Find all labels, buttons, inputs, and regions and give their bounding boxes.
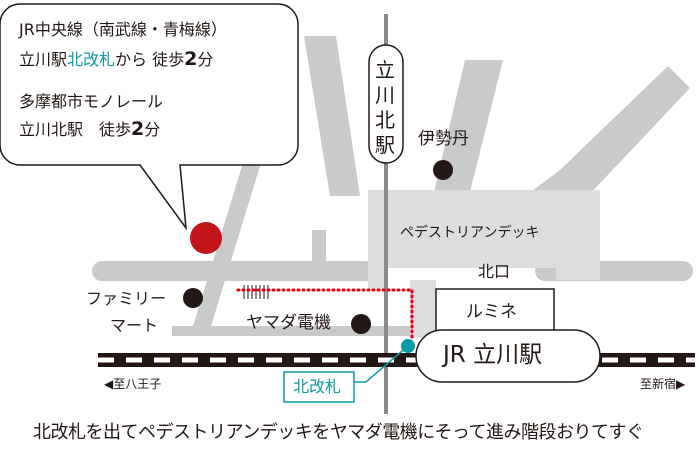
directions-footer: 北改札を出てペデストリアンデッキをヤマダ電機にそって進み階段おりてすぐ <box>33 422 644 443</box>
callout-line-4-minutes: 2 <box>131 118 145 140</box>
monorail-station-char-4: 駅 <box>375 133 395 157</box>
road-main-horizontal <box>92 261 377 281</box>
callout-line-2-walk: から 徒歩 <box>115 50 185 69</box>
yamada-marker <box>351 314 371 334</box>
callout-line-4-walk: 立川北駅 徒歩 <box>19 120 132 139</box>
callout-line-2-gate: 北改札 <box>67 50 116 69</box>
pedestrian-deck <box>368 190 600 338</box>
road-diagonal-right <box>434 60 503 192</box>
callout-line-4-unit: 分 <box>144 120 161 139</box>
lumine-label: ルミネ <box>466 302 517 322</box>
north-gate-label: 北改札 <box>293 377 342 396</box>
monorail-station-pill <box>368 44 404 164</box>
stairs-icon <box>243 285 269 299</box>
monorail-station-char-2: 川 <box>375 83 395 107</box>
callout-line-2: 立川駅北改札から 徒歩2分 <box>19 50 213 69</box>
callout-line-2-unit: 分 <box>197 50 214 69</box>
callout-line-1: JR中央線（南武線・青梅線） <box>19 20 227 39</box>
destination-marker <box>190 222 222 254</box>
familymart-label-2: マート <box>110 316 159 335</box>
callout-bubble <box>0 3 299 231</box>
familymart-marker <box>183 288 203 308</box>
jr-station-label: JR 立川駅 <box>443 342 543 368</box>
road-east-diagonal <box>520 66 690 222</box>
road-lower-horizontal <box>172 326 412 336</box>
north-gate-leader <box>354 345 409 383</box>
callout-line-2-minutes: 2 <box>184 48 198 70</box>
familymart-label-1: ファミリー <box>86 289 167 308</box>
callout-line-4: 立川北駅 徒歩2分 <box>19 120 160 139</box>
to-shinjuku-label: 至新宿▶ <box>640 377 686 391</box>
monorail-station-char-3: 北 <box>375 108 395 132</box>
road-west-diagonal <box>190 140 268 336</box>
monorail-station-char-1: 立 <box>375 58 395 82</box>
yamada-label: ヤマダ電機 <box>246 313 331 333</box>
callout-line-3: 多摩都市モノレール <box>19 92 164 111</box>
jr-station-pill <box>415 329 601 383</box>
deck-label: ペデストリアンデッキ <box>400 225 540 241</box>
callout-line-2-station: 立川駅 <box>19 50 68 69</box>
isetan-marker <box>433 160 453 180</box>
road-diagonal-left <box>304 36 360 196</box>
north-gate-box <box>283 371 355 403</box>
north-exit-label: 北口 <box>478 262 511 281</box>
walking-route <box>236 288 414 340</box>
to-hachioji-label: ◀至八王子 <box>104 377 162 391</box>
road-south-stub <box>312 230 326 270</box>
isetan-label: 伊勢丹 <box>418 129 469 149</box>
